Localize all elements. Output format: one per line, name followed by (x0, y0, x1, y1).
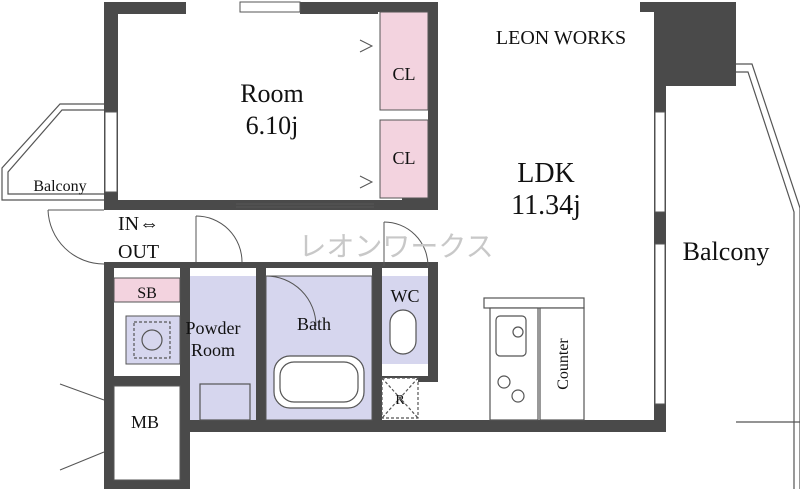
closet-2 (379, 119, 429, 199)
balcony-left-outline (1, 103, 104, 201)
room-size: 6.10j (246, 111, 299, 140)
ldk-name: LDK (517, 158, 575, 189)
powder-room-label-line1: Powder (186, 318, 241, 338)
brand-label: LEON WORKS (496, 27, 626, 49)
meter-box-label: MB (131, 412, 159, 432)
entrance-in-label: IN⇔ (118, 213, 159, 235)
entrance-out-label: OUT (118, 241, 159, 263)
balcony-left-label: Balcony (33, 178, 86, 195)
refrigerator-label: R (395, 393, 405, 408)
shoe-box-label: SB (137, 285, 157, 302)
balcony-right-label: Balcony (683, 237, 770, 266)
doors (47, 39, 429, 471)
shoe-box (113, 277, 181, 303)
counter-label: Counter (555, 338, 572, 390)
closet-2-label: CL (392, 148, 415, 168)
watermark: レオンワークス (298, 230, 493, 263)
balcony-right-outline (736, 63, 800, 489)
closet-1-label: CL (392, 64, 415, 84)
meter-box-area (113, 385, 181, 481)
room-name: Room (240, 79, 304, 108)
powder-room-label-line2: Room (191, 340, 235, 360)
powder-room-floor (190, 276, 256, 420)
windows (104, 1, 666, 405)
ldk-size: 11.34j (511, 190, 581, 221)
washer-pan (125, 315, 181, 365)
fixtures (133, 297, 585, 421)
bath-label: Bath (297, 314, 331, 334)
room-floor (118, 14, 374, 200)
hallway-floor (114, 210, 434, 262)
wc-label: WC (391, 286, 420, 306)
closet-1 (379, 11, 429, 111)
